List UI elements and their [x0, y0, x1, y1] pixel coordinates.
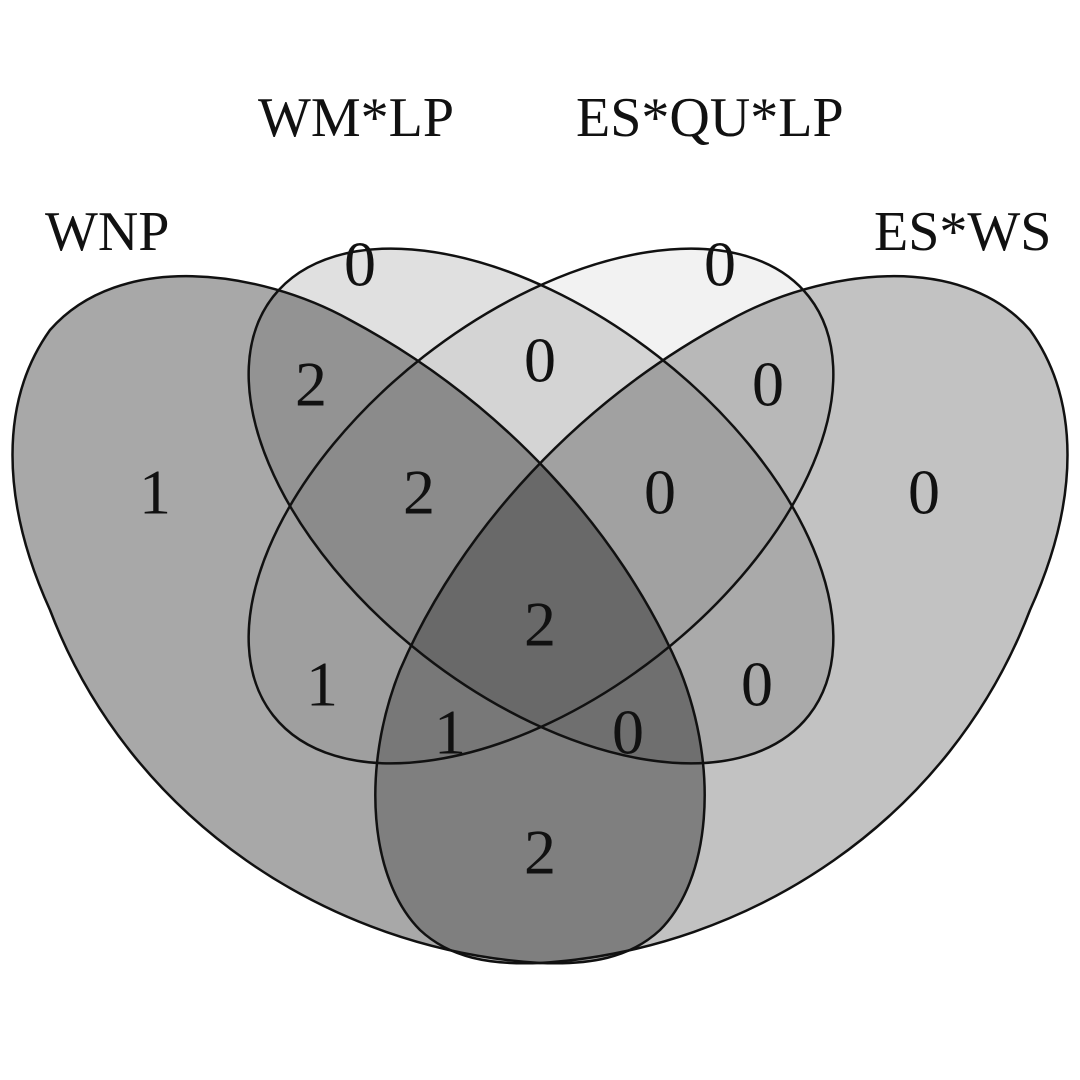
set-label-es-ws: ES*WS [874, 201, 1051, 263]
region-count-wm-lp-es-ws: 1 [434, 697, 466, 768]
region-count-wnp-wm-lp: 2 [295, 349, 327, 420]
region-count-wnp-only: 1 [139, 457, 171, 528]
region-count-wnp-wm-lp-es-ws: 0 [741, 649, 773, 720]
set-label-wm-lp: WM*LP [258, 87, 454, 149]
region-count-wm-lp-es-qu-lp: 0 [524, 325, 556, 396]
region-count-wnp-es-qu-lp-es-ws: 1 [306, 649, 338, 720]
set-label-wnp: WNP [45, 201, 169, 263]
region-count-wnp-wm-lp-es-qu-lp: 2 [403, 457, 435, 528]
region-count-es-ws-only: 0 [908, 457, 940, 528]
region-count-es-qu-lp-es-ws: 0 [752, 349, 784, 420]
region-count-wm-lp-es-qu-lp-es-ws: 0 [644, 457, 676, 528]
region-count-wnp-es-ws: 2 [524, 817, 556, 888]
region-count-wnp-es-qu-lp: 0 [612, 697, 644, 768]
region-count-wm-lp-only: 0 [344, 229, 376, 300]
region-count-es-qu-lp-only: 0 [704, 229, 736, 300]
set-label-es-qu-lp: ES*QU*LP [576, 87, 844, 149]
region-count-all-four: 2 [524, 589, 556, 660]
